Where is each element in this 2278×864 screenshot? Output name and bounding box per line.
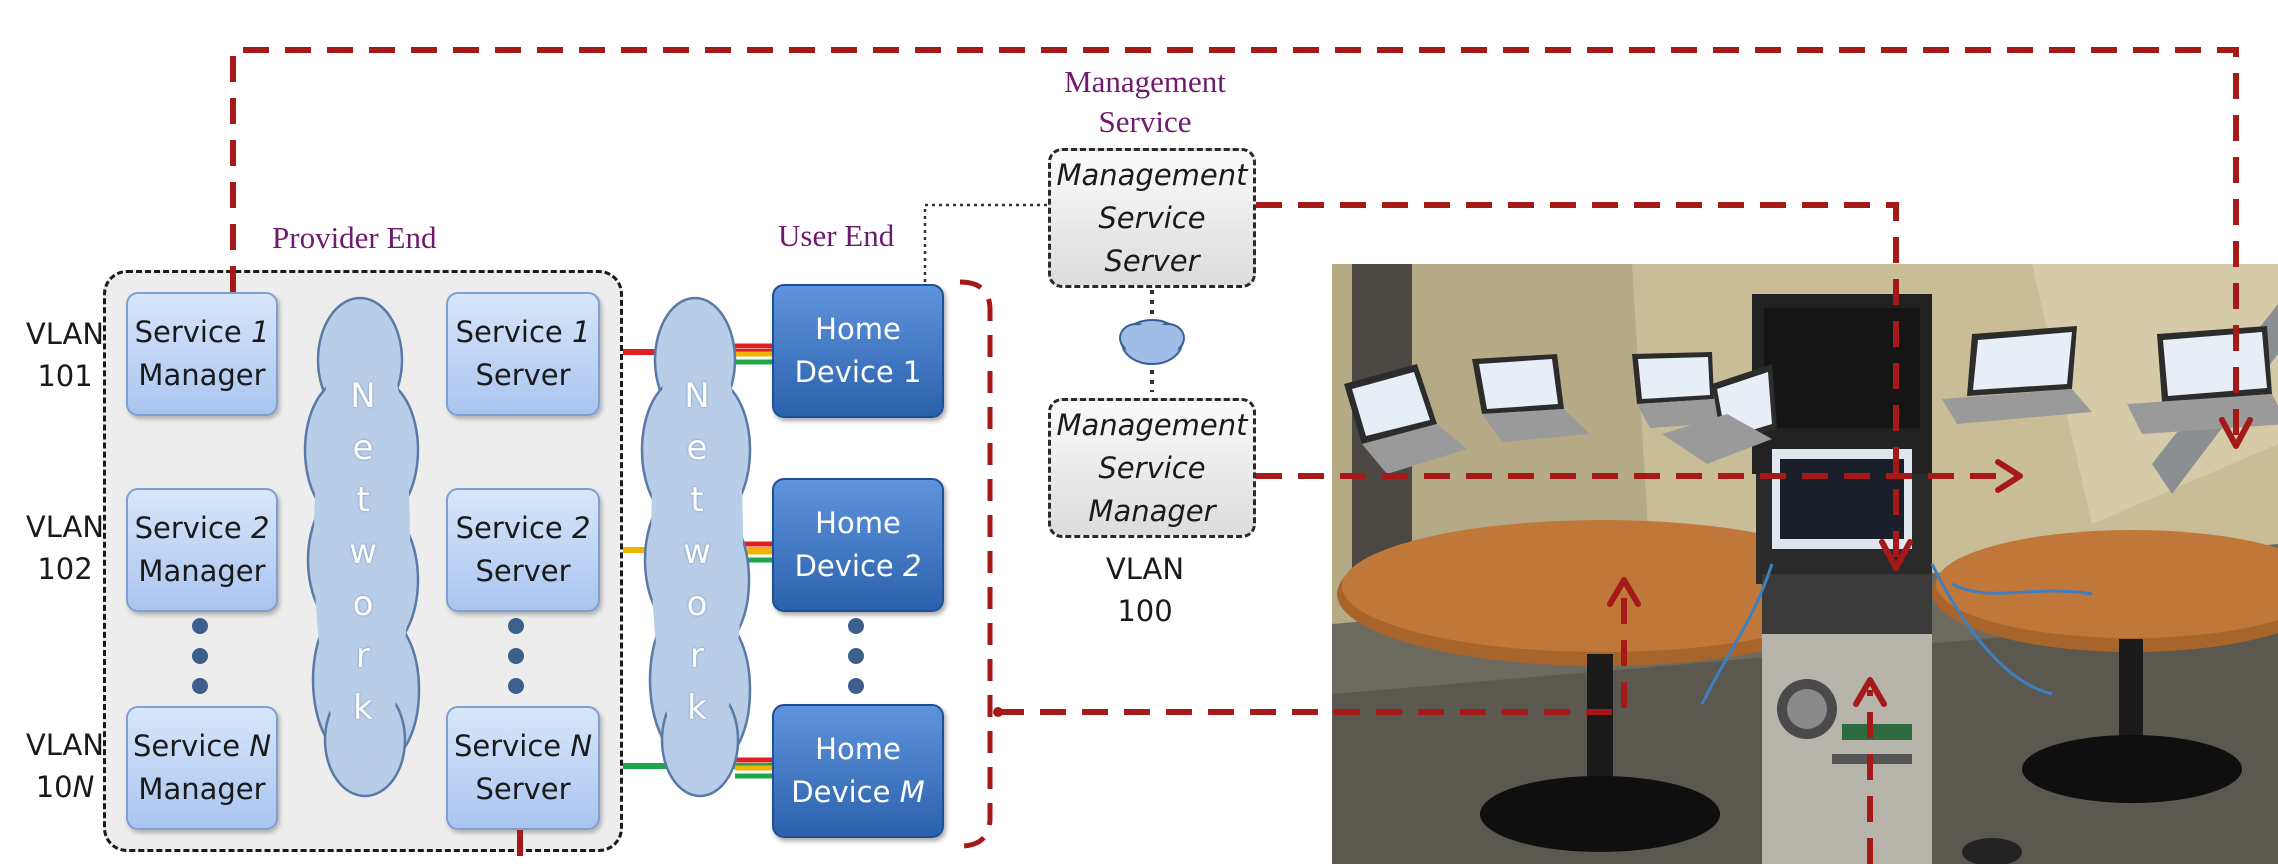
mgmt-manager-line3: Manager	[1088, 493, 1216, 528]
vlan-100-number: 100	[1117, 594, 1173, 628]
arrowhead-rack-bottom-up-icon	[1853, 677, 1887, 707]
service-1-server-word: Service	[455, 315, 563, 349]
service-1-server-role: Server	[475, 358, 571, 392]
service-2-manager-role: Manager	[138, 554, 266, 588]
home-device-2-role: Device	[794, 549, 894, 583]
testbed-photo	[1332, 264, 2278, 864]
laptop-icon	[1942, 326, 2092, 424]
service-2-manager-word: Service	[134, 511, 242, 545]
dashed-path-user-to-table	[998, 590, 1627, 715]
network-label-user: N e t w o r k	[677, 370, 717, 734]
vlan-101-word: VLAN	[25, 317, 105, 351]
mgmt-server-line3: Server	[1104, 243, 1200, 278]
manager-dot	[192, 618, 208, 634]
service-n-server-word: Service	[453, 729, 562, 763]
arrowhead-rack-down-icon	[1879, 539, 1913, 571]
service-1-manager-role: Manager	[138, 358, 266, 392]
dashed-path-top	[230, 47, 2239, 440]
vlan-101-label: VLAN 101	[20, 313, 110, 397]
vlan-102-word: VLAN	[25, 510, 105, 544]
service-1-manager-word: Service	[134, 315, 242, 349]
network-cloud-user	[640, 296, 752, 798]
vlan-102-label: VLAN 102	[20, 506, 110, 590]
mgmt-server-line1: Management	[1056, 157, 1248, 192]
vlan-100-word: VLAN	[1105, 552, 1185, 586]
provider-end-label: Provider End	[272, 220, 437, 255]
home-device-m-role: Device	[791, 775, 891, 809]
home-device-2-word: Home	[815, 506, 901, 540]
mgmt-manager-line1: Management	[1056, 407, 1248, 442]
vlan-100-label: VLAN 100	[1100, 548, 1190, 632]
management-service-label: Management Service	[1064, 64, 1226, 139]
home-dot	[848, 678, 864, 694]
home-device-2-index: 2	[902, 549, 922, 583]
home-dot	[848, 648, 864, 664]
mgmt-manager-line2: Service	[1098, 450, 1206, 485]
service-1-manager-index: 1	[250, 315, 270, 349]
laptop-icon	[1472, 354, 1590, 442]
service-2-server-word: Service	[455, 511, 563, 545]
service-n-server: Service N Server	[446, 706, 600, 830]
arrowhead-table-up-icon	[1607, 577, 1641, 607]
service-n-manager: Service N Manager	[126, 706, 278, 830]
server-dot	[508, 618, 524, 634]
home-device-m-trunk	[735, 757, 772, 779]
service-2-server-index: 2	[571, 511, 591, 545]
vlan-101-number: 101	[37, 359, 93, 393]
service-2-server-role: Server	[475, 554, 571, 588]
service-1-server-index: 1	[571, 315, 591, 349]
home-device-1-index: 1	[902, 355, 922, 389]
home-device-1-trunk	[735, 343, 772, 365]
service-n-manager-index: N	[249, 729, 272, 763]
server-dot	[508, 648, 524, 664]
service-n-server-role: Server	[475, 772, 571, 806]
home-device-1-word: Home	[815, 312, 901, 346]
vlan-102-number: 102	[37, 552, 93, 586]
manager-dot	[192, 648, 208, 664]
network-letter: N e t w o r k	[683, 376, 711, 728]
network-label-provider: N e t w o r k	[343, 370, 383, 734]
service-n-server-index: N	[570, 729, 593, 763]
server-dot	[508, 678, 524, 694]
dotted-link-user-mgmt	[923, 203, 1050, 282]
arrowhead-top-right-icon	[2219, 417, 2253, 449]
manager-dot	[192, 678, 208, 694]
dashed-path-server-to-rack	[1256, 202, 1899, 560]
service-2-manager-index: 2	[250, 511, 270, 545]
vlan-10n-number: 10N	[35, 770, 95, 804]
laptop-icon	[2127, 326, 2278, 434]
service-n-manager-role: Manager	[138, 772, 266, 806]
laptop-icon	[1662, 364, 1777, 464]
vlan-10n-label: VLAN 10N	[20, 724, 110, 808]
user-end-junction	[993, 707, 1003, 717]
service-n-manager-word: Service	[132, 729, 241, 763]
testbed-photo-illustration	[1332, 264, 2278, 864]
user-end-label: User End	[778, 218, 895, 253]
home-device-m-word: Home	[815, 732, 901, 766]
home-dot	[848, 618, 864, 634]
home-device-m-index: M	[899, 775, 925, 809]
home-device-1-role: Device	[794, 355, 894, 389]
arrowhead-manager-right-icon	[1995, 459, 2023, 493]
management-cloud-icon	[1119, 319, 1185, 365]
network-cloud-provider	[303, 296, 421, 798]
laptop-icon	[1344, 364, 1467, 474]
vlan-10n-word: VLAN	[25, 728, 105, 762]
mgmt-server-line2: Service	[1098, 200, 1206, 235]
network-letter: N e t w o r k	[349, 376, 377, 728]
